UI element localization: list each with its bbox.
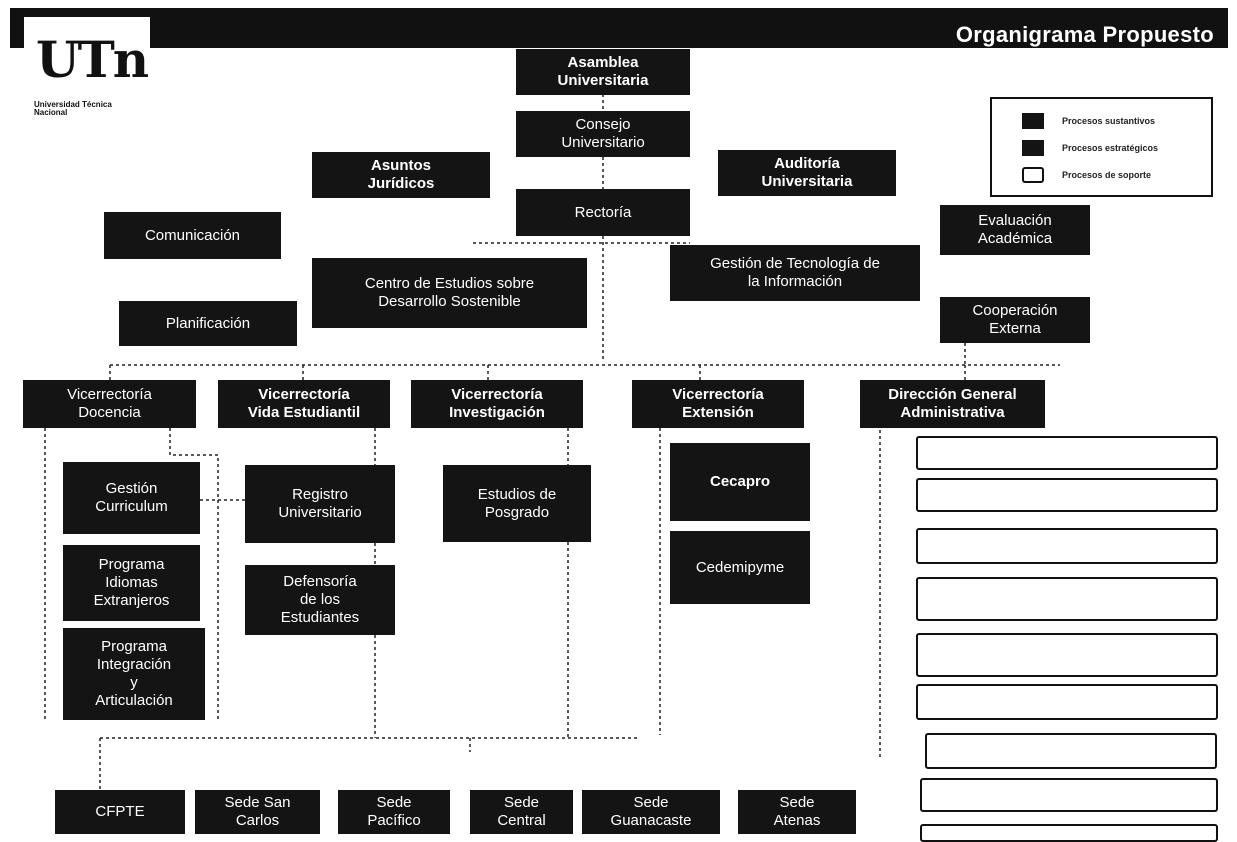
legend-swatch [1022,113,1044,129]
node-vicerrectoria-investigacion: Vicerrectoría Investigación [411,380,583,428]
legend-label: Procesos estratégicos [1062,143,1159,153]
legend-label: Procesos sustantivos [1062,116,1156,126]
logo-subtitle: Universidad Técnica Nacional [34,100,112,117]
support-process-box [916,577,1218,621]
node-evaluacion-academica: Evaluación Académica [940,205,1090,255]
node-cfpte: CFPTE [55,790,185,834]
node-centro-estudios: Centro de Estudios sobre Desarrollo Sost… [312,258,587,328]
legend-item-soporte: Procesos de soporte [1022,167,1151,183]
legend-item-estrategicos: Procesos estratégicos [1022,140,1158,156]
support-process-box [925,733,1217,769]
node-asamblea-universitaria: Asamblea Universitaria [516,49,690,95]
support-process-box [920,824,1218,842]
node-programa-integracion: Programa Integración y Articulación [63,628,205,720]
legend-swatch [1022,140,1044,156]
legend-swatch [1022,167,1044,183]
node-asuntos-juridicos: Asuntos Jurídicos [312,152,490,198]
support-process-box [916,633,1218,677]
header-bar: Organigrama Propuesto [10,8,1228,48]
legend-item-sustantivos: Procesos sustantivos [1022,113,1155,129]
legend: Procesos sustantivos Procesos estratégic… [990,97,1213,197]
node-cecapro: Cecapro [670,443,810,521]
support-process-box [916,684,1218,720]
node-vicerrectoria-docencia: Vicerrectoría Docencia [23,380,196,428]
node-direccion-general-administrativa: Dirección General Administrativa [860,380,1045,428]
support-process-box [920,778,1218,812]
utn-logo: UTn Universidad Técnica Nacional [24,17,150,127]
node-defensoria-estudiantes: Defensoría de los Estudiantes [245,565,395,635]
node-estudios-posgrado: Estudios de Posgrado [443,465,591,542]
node-planificacion: Planificación [119,301,297,346]
node-gestion-tecnologia: Gestión de Tecnología de la Información [670,245,920,301]
node-registro-universitario: Registro Universitario [245,465,395,543]
support-process-box [916,528,1218,564]
support-process-box [916,436,1218,470]
node-vicerrectoria-extension: Vicerrectoría Extensión [632,380,804,428]
node-cedemipyme: Cedemipyme [670,531,810,604]
legend-label: Procesos de soporte [1062,170,1152,180]
node-sede-pacifico: Sede Pacífico [338,790,450,834]
node-vicerrectoria-vida-estudiantil: Vicerrectoría Vida Estudiantil [218,380,390,428]
node-sede-guanacaste: Sede Guanacaste [582,790,720,834]
logo-mark: UTn [36,30,149,89]
node-gestion-curriculum: Gestión Curriculum [63,462,200,534]
node-programa-idiomas: Programa Idiomas Extranjeros [63,545,200,621]
support-process-box [916,478,1218,512]
node-comunicacion: Comunicación [104,212,281,259]
node-sede-central: Sede Central [470,790,573,834]
node-consejo-universitario: Consejo Universitario [516,111,690,157]
node-auditoria-universitaria: Auditoría Universitaria [718,150,896,196]
node-cooperacion-externa: Cooperación Externa [940,297,1090,343]
node-sede-san-carlos: Sede San Carlos [195,790,320,834]
node-rectoria: Rectoría [516,189,690,236]
page-title: Organigrama Propuesto [955,22,1214,47]
node-sede-atenas: Sede Atenas [738,790,856,834]
